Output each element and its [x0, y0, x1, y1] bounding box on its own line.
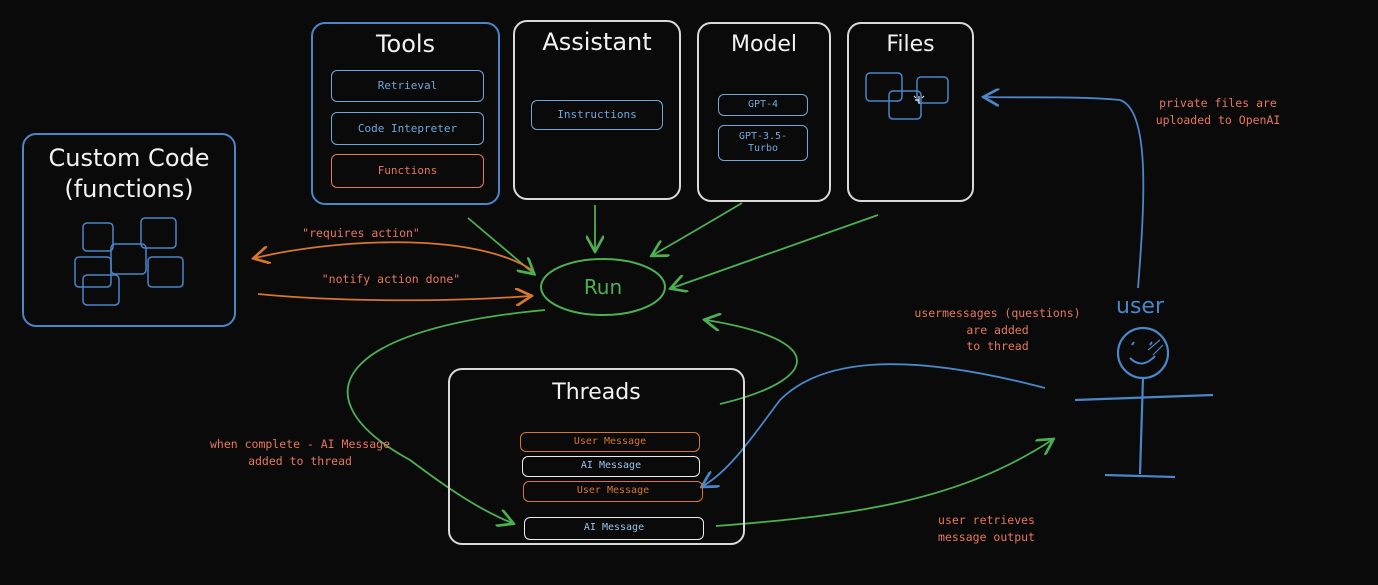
files-squares [865, 72, 949, 120]
tools-item-functions: Functions [331, 154, 484, 188]
tools-item-code-interpreter: Code Intepreter [331, 112, 484, 145]
arrow-ai-message-to-user [715, 440, 1052, 527]
annotation-notify-action-done: "notify action done" [321, 272, 461, 286]
arrow-user-to-threads [703, 363, 1046, 486]
threads-box: Threads User Message AI Message User Mes… [448, 368, 745, 545]
model-item-gpt4: GPT-4 [718, 94, 808, 116]
arrow-threads-to-run [706, 320, 798, 405]
user-label: user [1116, 294, 1164, 319]
model-item-gpt35-turbo: GPT-3.5- Turbo [718, 125, 808, 161]
model-title: Model [730, 32, 798, 57]
thread-user-message-1: User Message [520, 432, 700, 452]
arrow-files-to-run [672, 214, 879, 288]
run-label: Run [583, 275, 623, 299]
annotation-when-complete: when complete - AI Message added to thre… [209, 437, 390, 468]
annotation-user-retrieves: user retrieves message output [938, 513, 1035, 544]
files-box: Files [847, 22, 974, 202]
thread-ai-message-1: AI Message [522, 456, 700, 477]
custom-code-squares [74, 217, 184, 306]
tools-item-retrieval: Retrieval [331, 70, 484, 102]
arrow-notify-action-done [257, 294, 530, 300]
tools-title: Tools [375, 30, 436, 58]
thread-ai-message-2: AI Message [524, 517, 704, 540]
annotation-user-messages-added: usermessages (questions) are added to th… [914, 306, 1081, 354]
model-box: Model GPT-4 GPT-3.5- Turbo [697, 22, 831, 202]
arrow-run-to-threads [346, 309, 546, 523]
assistant-box: Assistant Instructions [513, 20, 681, 200]
user-stick-figure [1074, 326, 1214, 479]
threads-title: Threads [552, 380, 641, 405]
files-title: Files [886, 32, 935, 57]
run-node-ellipse [540, 258, 666, 316]
arrow-requires-action [255, 241, 533, 271]
assistant-title: Assistant [542, 28, 652, 56]
custom-code-box: Custom Code (functions) [22, 133, 236, 327]
arrow-user-to-files [985, 97, 1145, 289]
annotation-private-files: private files are uploaded to OpenAI [1155, 96, 1281, 127]
annotation-requires-action: "requires action" [302, 226, 420, 240]
custom-code-title: Custom Code (functions) [48, 144, 210, 204]
assistant-item-instructions: Instructions [531, 100, 663, 130]
thread-user-message-2: User Message [523, 481, 703, 502]
tools-box: Tools Retrieval Code Intepreter Function… [311, 22, 500, 205]
arrow-model-to-run [653, 202, 743, 255]
